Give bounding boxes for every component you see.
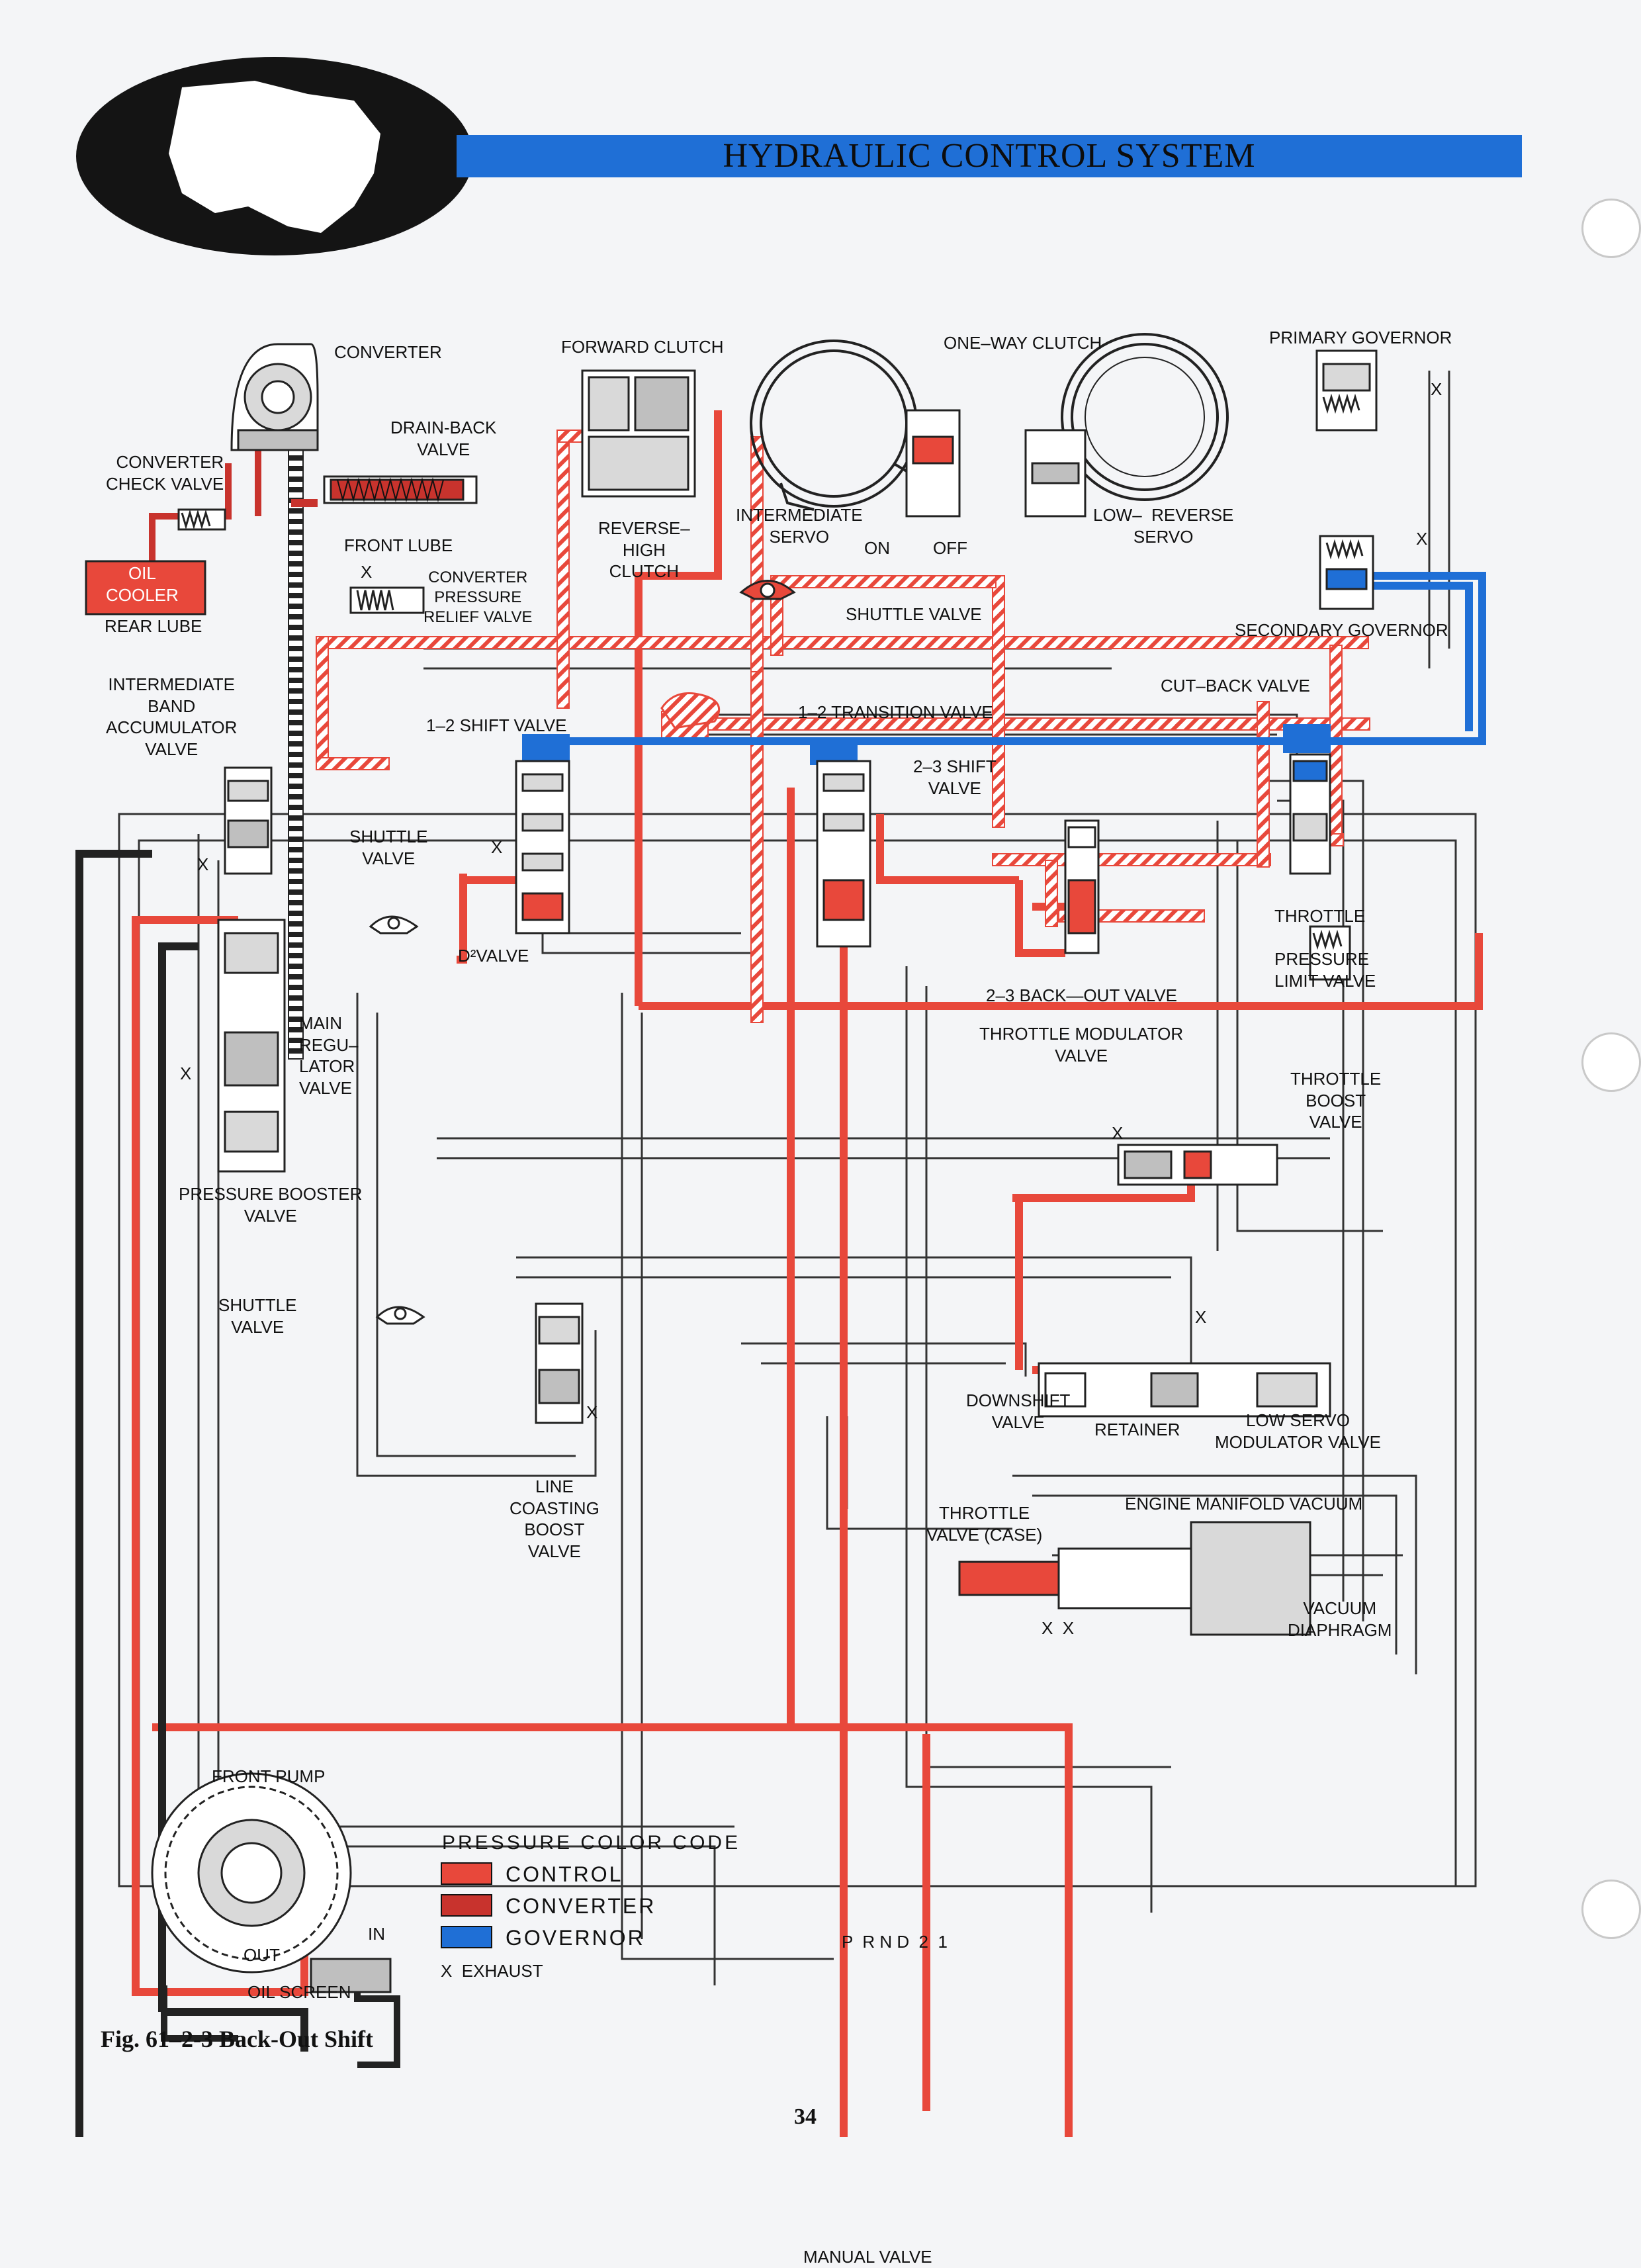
binder-hole-top [1581,199,1641,258]
label-reverse-high-clutch: REVERSE– HIGH CLUTCH [598,518,690,581]
forward-clutch [581,369,696,498]
label-out: OUT [244,1945,280,1965]
label-secondary-governor: SECONDARY GOVERNOR [1235,620,1448,640]
exhaust-marker: X [586,1402,598,1422]
one-way-clutch [1061,333,1229,501]
valve-spools [217,753,1351,1636]
label-throttle-pressure-limit-valve: THROTTLE PRESSURE LIMIT VALVE [1274,906,1376,991]
page-title: HYDRAULIC CONTROL SYSTEM [723,137,1256,175]
transmission-silhouette-icon [169,81,380,233]
label-2-3-shift-valve: 2–3 SHIFT VALVE [913,756,997,798]
label-engine-manifold-vacuum: ENGINE MANIFOLD VACUUM [1125,1494,1363,1514]
intermediate-servo-piston [905,409,961,518]
label-main-regulator-valve: MAIN REGU– LATOR VALVE [299,1013,359,1098]
exhaust-marker: X [180,1064,192,1083]
label-shuttle-valve-top: SHUTTLE VALVE [846,604,982,624]
hydraulic-schematic [75,333,1486,2137]
binder-hole-bottom [1581,1880,1641,1939]
label-2-3-back-out-valve: 2–3 BACK—OUT VALVE [986,985,1178,1005]
label-primary-governor: PRIMARY GOVERNOR [1269,328,1452,347]
legend-label-governor: GOVERNOR [506,1926,645,1950]
label-downshift-valve: DOWNSHIFT VALVE [966,1390,1071,1432]
label-shuttle-valve-lower: SHUTTLE VALVE [218,1295,297,1337]
header-bar [457,135,1522,177]
drain-back-valve [323,475,478,504]
label-converter-check-valve: CONVERTER CHECK VALVE [106,452,224,494]
passage-network [118,371,1477,1985]
converter-circuit [149,371,318,1060]
legend-swatch-converter [441,1894,492,1917]
label-1-2-shift-valve: 1–2 SHIFT VALVE [426,715,567,735]
primary-governor [1315,349,1378,431]
figure-caption: Fig. 61–2-3 Back-Out Shift [101,2026,374,2052]
label-throttle-modulator-valve: THROTTLE MODULATOR VALVE [979,1024,1184,1066]
label-retainer: RETAINER [1094,1420,1180,1439]
label-in: IN [368,1924,385,1944]
pump-suction-line [161,1985,400,2068]
exhaust-marker: X [1431,379,1442,399]
exhaust-marker: X [1195,1307,1207,1327]
label-front-pump: FRONT PUMP [212,1766,326,1786]
label-forward-clutch: FORWARD CLUTCH [561,337,724,357]
suction-line [75,850,308,2137]
control-circuit [132,410,1483,2137]
label-intermediate-servo: INTERMEDIATE SERVO [736,505,863,547]
exhaust-marker: X [361,562,373,582]
label-oil-cooler: OIL COOLER [106,563,179,605]
label-d2-valve: D²VALVE [458,946,529,966]
label-front-lube: FRONT LUBE [344,535,453,555]
exhaust-marker: X [197,854,209,874]
label-converter-pressure-relief-valve: CONVERTER PRESSURE RELIEF VALVE [423,568,533,626]
low-reverse-servo-piston [1024,429,1087,518]
label-1-2-transition-valve: 1–2 TRANSITION VALVE [798,702,993,722]
label-low-reverse-servo: LOW– REVERSE SERVO [1093,505,1234,547]
label-rear-lube: REAR LUBE [105,616,202,636]
legend-heading: PRESSURE COLOR CODE [442,1832,741,1854]
converter-assembly [230,343,319,451]
label-throttle-valve-case: THROTTLE VALVE (CASE) [926,1503,1043,1545]
exhaust-marker: X [491,837,503,857]
legend-label-converter: CONVERTER [506,1894,656,1918]
label-oil-screen: OIL SCREEN [247,1982,351,2002]
label-off: OFF [933,538,967,558]
legend-swatch-governor [441,1926,492,1948]
label-vacuum-diaphragm: VACUUM DIAPHRAGM [1288,1598,1392,1640]
shuttle-valve-top [739,580,796,600]
label-gear-positions: P R N D 2 1 [842,1932,948,1952]
converter-check-valve [177,508,226,531]
label-one-way-clutch: ONE–WAY CLUTCH [944,333,1102,353]
exhaust-marker-pair: X X [1042,1618,1075,1638]
legend-exhaust: X EXHAUST [441,1961,543,1981]
binder-hole-middle [1581,1032,1641,1092]
label-throttle-boost-valve: THROTTLE BOOST VALVE [1290,1069,1382,1132]
label-manual-valve: MANUAL VALVE [803,2247,932,2267]
shuttle-valve-lower-bodies [369,915,425,1325]
oil-cooler [85,560,206,615]
label-line-coasting-boost-valve: LINE COASTING BOOST VALVE [510,1476,599,1561]
legend-label-control: CONTROL [506,1862,623,1886]
front-pump [151,1772,392,1993]
label-shuttle-valve-left: SHUTTLE VALVE [349,827,428,868]
transition-valve-body [660,692,721,729]
exhaust-marker: X [1112,1123,1124,1143]
label-low-servo-modulator-valve: LOW SERVO MODULATOR VALVE [1215,1410,1381,1452]
label-intermediate-band-accumulator-valve: INTERMEDIATE BAND ACCUMULATOR VALVE [106,674,238,759]
exhaust-marker: X [1416,529,1428,549]
label-converter: CONVERTER [334,342,442,362]
label-cut-back-valve: CUT–BACK VALVE [1161,676,1310,696]
secondary-governor [1319,535,1374,610]
converter-pressure-relief-valve [349,586,425,614]
label-on: ON [864,538,890,558]
label-pressure-booster-valve: PRESSURE BOOSTER VALVE [179,1184,363,1226]
legend-swatch-control [441,1862,492,1885]
page-number: 34 [794,2105,817,2129]
label-drain-back-valve: DRAIN-BACK VALVE [390,418,497,459]
